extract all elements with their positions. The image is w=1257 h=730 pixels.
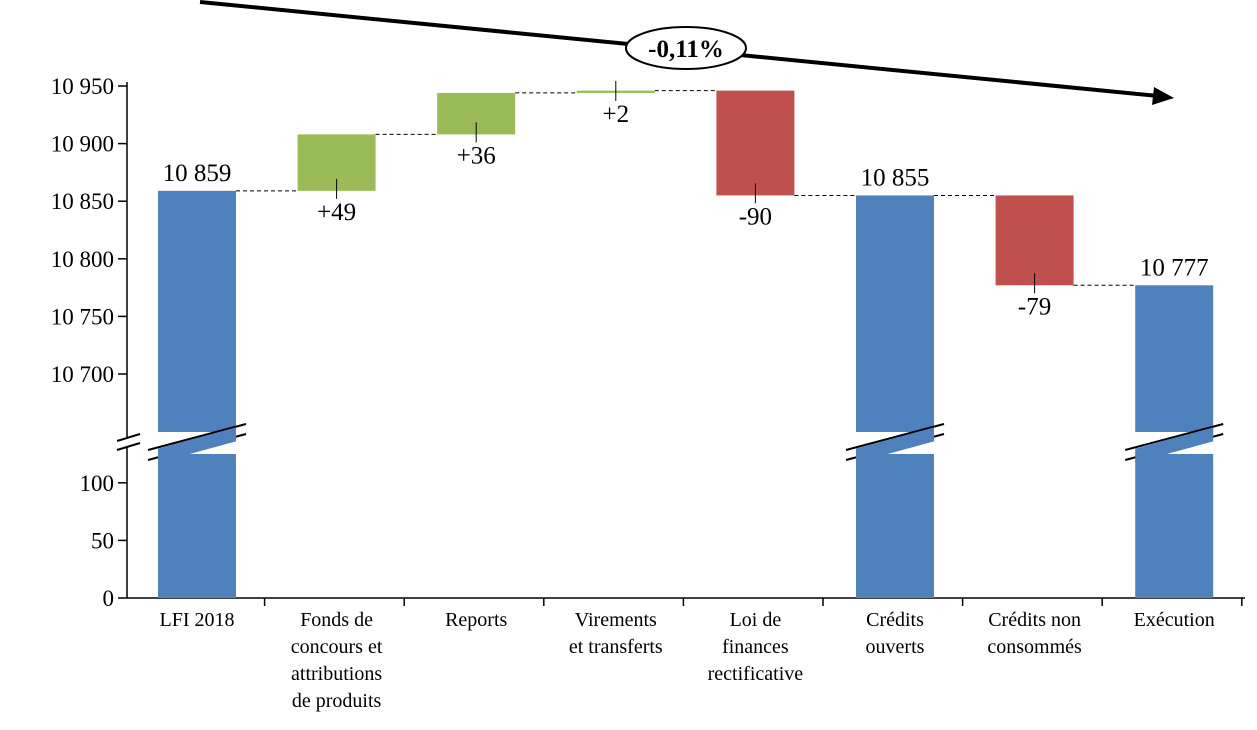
y-tick-label: 10 900 (51, 132, 114, 157)
bar-value-label: 10 859 (163, 160, 232, 187)
y-tick-label: 10 750 (51, 304, 114, 329)
bar-total (856, 195, 934, 598)
bar-break-mark (1124, 423, 1224, 451)
bar-break-fill (158, 427, 236, 463)
y-tick-label: 50 (91, 528, 114, 553)
y-tick-label: 10 850 (51, 189, 114, 214)
bar-value-label: 10 855 (861, 164, 930, 191)
trend-arrow-head (1152, 87, 1174, 105)
bar-break-mark (845, 423, 945, 451)
bar-value-label: -90 (739, 203, 772, 230)
bar-decrease (995, 195, 1074, 286)
y-tick-label: 10 800 (51, 247, 114, 272)
bar-value-label: +49 (317, 199, 356, 226)
y-tick-label: 100 (80, 471, 115, 496)
y-tick-label: 0 (103, 586, 115, 611)
axis-break-mark (116, 442, 141, 451)
bar-break-fill (856, 427, 934, 463)
bar-total (158, 190, 236, 598)
bar-value-label: +36 (457, 142, 496, 169)
axis-break-mark (116, 433, 141, 442)
axis-break-gap (124, 437, 130, 446)
annotation-ellipse (625, 26, 747, 70)
bar-value-label: -79 (1018, 293, 1051, 320)
bar-break-mark (147, 423, 247, 451)
y-tick-label: 10 700 (51, 362, 114, 387)
bar-break-fill (1135, 427, 1214, 463)
y-tick-label: 10 950 (51, 74, 114, 99)
bar-decrease (716, 90, 795, 196)
x-category-label: Exécution (1134, 609, 1215, 631)
bar-value-label: +2 (602, 101, 629, 128)
annotation-label: -0,11% (648, 36, 724, 63)
x-category-label: Reports (445, 609, 507, 631)
x-category-label: LFI 2018 (160, 609, 235, 631)
bar-value-label: 10 777 (1140, 254, 1209, 281)
